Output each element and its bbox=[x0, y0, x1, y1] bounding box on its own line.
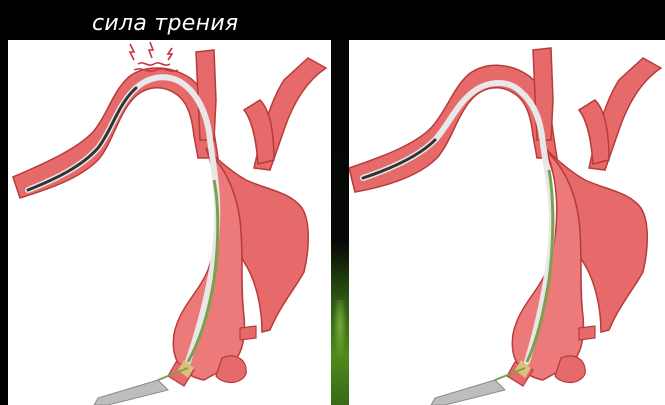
friction-spark-1 bbox=[130, 44, 134, 60]
friction-spark-3 bbox=[168, 48, 172, 60]
introducer-sheath-right bbox=[431, 380, 505, 405]
diagram-panel-with-friction bbox=[8, 40, 331, 405]
aorta-diagram-left bbox=[8, 40, 331, 405]
friction-force-marks-icon bbox=[130, 42, 178, 71]
aortic-vessels-right bbox=[349, 48, 661, 386]
diagram-panel-without-friction bbox=[349, 40, 665, 405]
side-vessel-1 bbox=[240, 326, 256, 340]
divider-highlight bbox=[333, 300, 347, 360]
friction-wave-1 bbox=[138, 63, 170, 65]
introducer-sheath bbox=[94, 380, 168, 405]
friction-spark-2 bbox=[149, 42, 153, 58]
guidewire-left bbox=[28, 77, 218, 405]
aortic-vessels bbox=[13, 50, 326, 386]
side-vessel-1-right bbox=[579, 326, 595, 340]
aorta-diagram-right bbox=[349, 40, 665, 405]
caption-friction-force: сила трения bbox=[92, 11, 238, 36]
